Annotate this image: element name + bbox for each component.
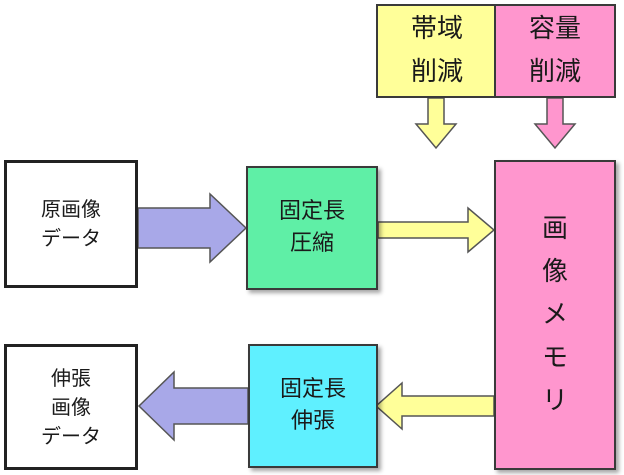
fixed-length-compression-box: 固定長 圧縮 xyxy=(246,166,378,290)
bandwidth-reduction-box: 帯域 削減 xyxy=(376,4,498,98)
fixed-length-expansion-box: 固定長 伸張 xyxy=(248,344,378,468)
source-line-2: データ xyxy=(41,226,101,250)
output-line-1: 伸張 xyxy=(51,365,91,390)
bandwidth-line-2: 削減 xyxy=(410,57,463,87)
image-memory-box: 画 像 メ モ リ xyxy=(494,160,616,470)
arrow-source-to-compress xyxy=(137,192,248,264)
compress-line-2: 圧縮 xyxy=(289,231,334,256)
source-image-data-box: 原画像 データ xyxy=(4,160,138,288)
memory-char-5: リ xyxy=(541,385,568,416)
output-line-2: 画像 xyxy=(51,394,91,419)
expand-line-2: 伸張 xyxy=(290,409,335,434)
arrow-memory-to-expand xyxy=(374,381,495,431)
arrow-compress-to-memory xyxy=(377,206,496,254)
capacity-line-2: 削減 xyxy=(528,57,581,87)
memory-char-2: 像 xyxy=(541,256,568,287)
arrow-expand-to-output xyxy=(137,370,249,442)
memory-char-3: メ xyxy=(541,299,568,330)
bandwidth-line-1: 帯域 xyxy=(410,14,463,44)
expand-line-1: 固定長 xyxy=(279,377,346,402)
output-line-3: データ xyxy=(41,423,101,448)
memory-char-1: 画 xyxy=(541,213,568,244)
arrow-capacity-down xyxy=(533,97,577,150)
capacity-line-1: 容量 xyxy=(528,14,581,44)
memory-char-4: モ xyxy=(541,342,568,373)
expanded-image-data-box: 伸張 画像 データ xyxy=(4,344,138,470)
arrow-bandwidth-down xyxy=(414,97,458,150)
compress-line-1: 固定長 xyxy=(278,199,345,224)
source-line-1: 原画像 xyxy=(41,197,101,221)
capacity-reduction-box: 容量 削減 xyxy=(494,4,616,98)
